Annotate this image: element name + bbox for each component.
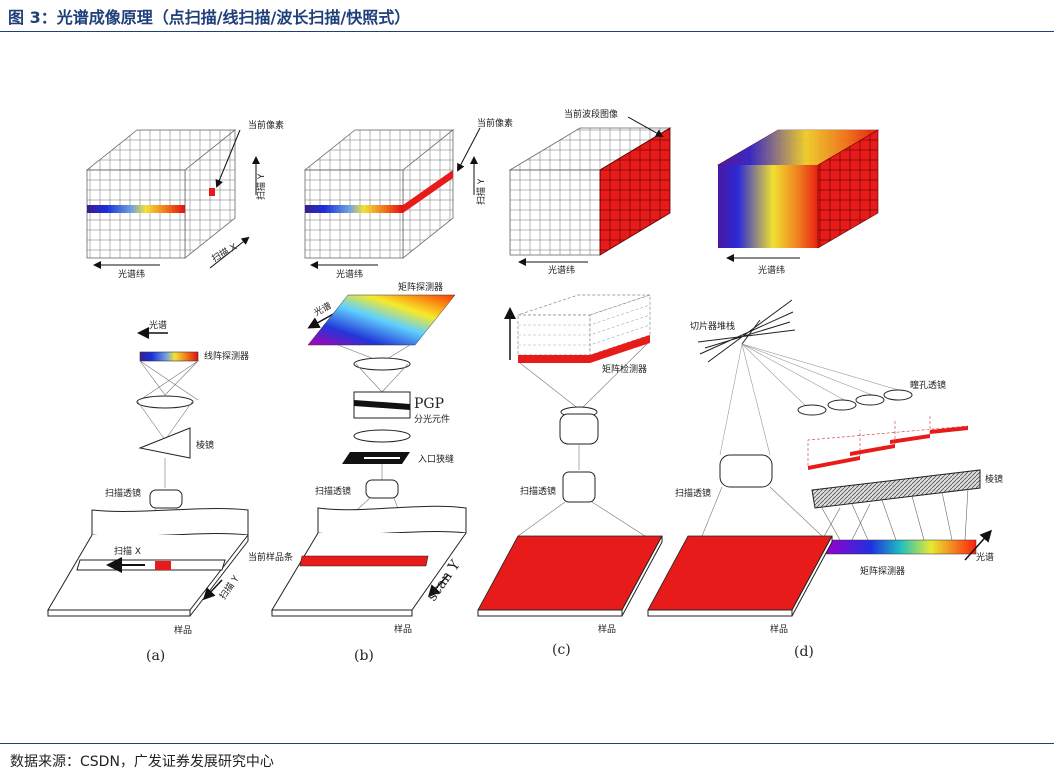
label-pupil-lens: 瞳孔透镜 — [910, 379, 946, 391]
label-spectrum-a: 光谱 — [149, 319, 167, 331]
label-scan-x-a: 扫描 X — [210, 241, 239, 265]
caption-c: (c) — [552, 642, 571, 658]
cube-d — [716, 129, 880, 262]
label-sample-a: 样品 — [174, 624, 192, 636]
label-line-detector: 线阵探测器 — [204, 350, 249, 362]
label-array-detector-d: 矩阵探测器 — [860, 565, 905, 577]
label-sample-c: 样品 — [598, 623, 616, 635]
caption-a: (a) — [146, 648, 165, 664]
label-scan-y-a: 扫描 Y — [255, 173, 267, 200]
caption-b: (b) — [354, 648, 374, 664]
label-scan-lens-b: 扫描透镜 — [315, 485, 351, 497]
label-spectrum-d: 光谱 — [976, 551, 994, 563]
label-scan-y-b: 扫描 Y — [475, 178, 487, 205]
label-splitter: 分光元件 — [414, 413, 450, 425]
cube-b — [303, 127, 481, 269]
label-spectral-dim-c: 光谱纬 — [548, 264, 575, 276]
bottom-rule — [0, 743, 1054, 744]
top-rule — [0, 31, 1054, 32]
figure-source: 数据来源：CSDN，广发证券发展研究中心 — [10, 754, 274, 770]
label-pgp: PGP — [414, 396, 444, 412]
label-prism-d: 棱镜 — [985, 473, 1003, 485]
label-array-detector-b: 矩阵探测器 — [398, 281, 443, 293]
label-current-pixel-b: 当前像素 — [477, 117, 513, 129]
label-prism-a: 棱镜 — [196, 439, 214, 451]
label-spectral-dim-a: 光谱纬 — [118, 268, 145, 280]
label-scan-x-a2: 扫描 X — [114, 545, 141, 557]
label-current-pixel-a: 当前像素 — [248, 119, 284, 131]
label-current-band-image: 当前波段图像 — [564, 108, 618, 120]
label-entrance-slit: 入口狭缝 — [418, 453, 454, 465]
label-slicer-stack: 切片器堆栈 — [690, 320, 735, 332]
cube-a — [85, 129, 260, 269]
label-scan-lens-d: 扫描透镜 — [675, 487, 711, 499]
label-scan-lens-a: 扫描透镜 — [105, 487, 141, 499]
label-array-detector-c: 矩阵检测器 — [602, 363, 647, 375]
system-b — [271, 294, 467, 617]
label-spectral-dim-b: 光谱纬 — [336, 268, 363, 280]
figure-title: 图 3：光谱成像原理（点扫描/线扫描/波长扫描/快照式） — [8, 8, 411, 27]
system-a — [47, 327, 249, 617]
system-c — [477, 294, 663, 617]
label-current-strip: 当前样品条 — [248, 551, 293, 563]
caption-d: (d) — [794, 644, 814, 660]
label-spectral-dim-d: 光谱纬 — [758, 264, 785, 276]
system-d — [647, 299, 992, 617]
label-sample-d: 样品 — [770, 623, 788, 635]
cube-c — [508, 116, 672, 266]
label-sample-b: 样品 — [394, 623, 412, 635]
label-scan-lens-c: 扫描透镜 — [520, 485, 556, 497]
